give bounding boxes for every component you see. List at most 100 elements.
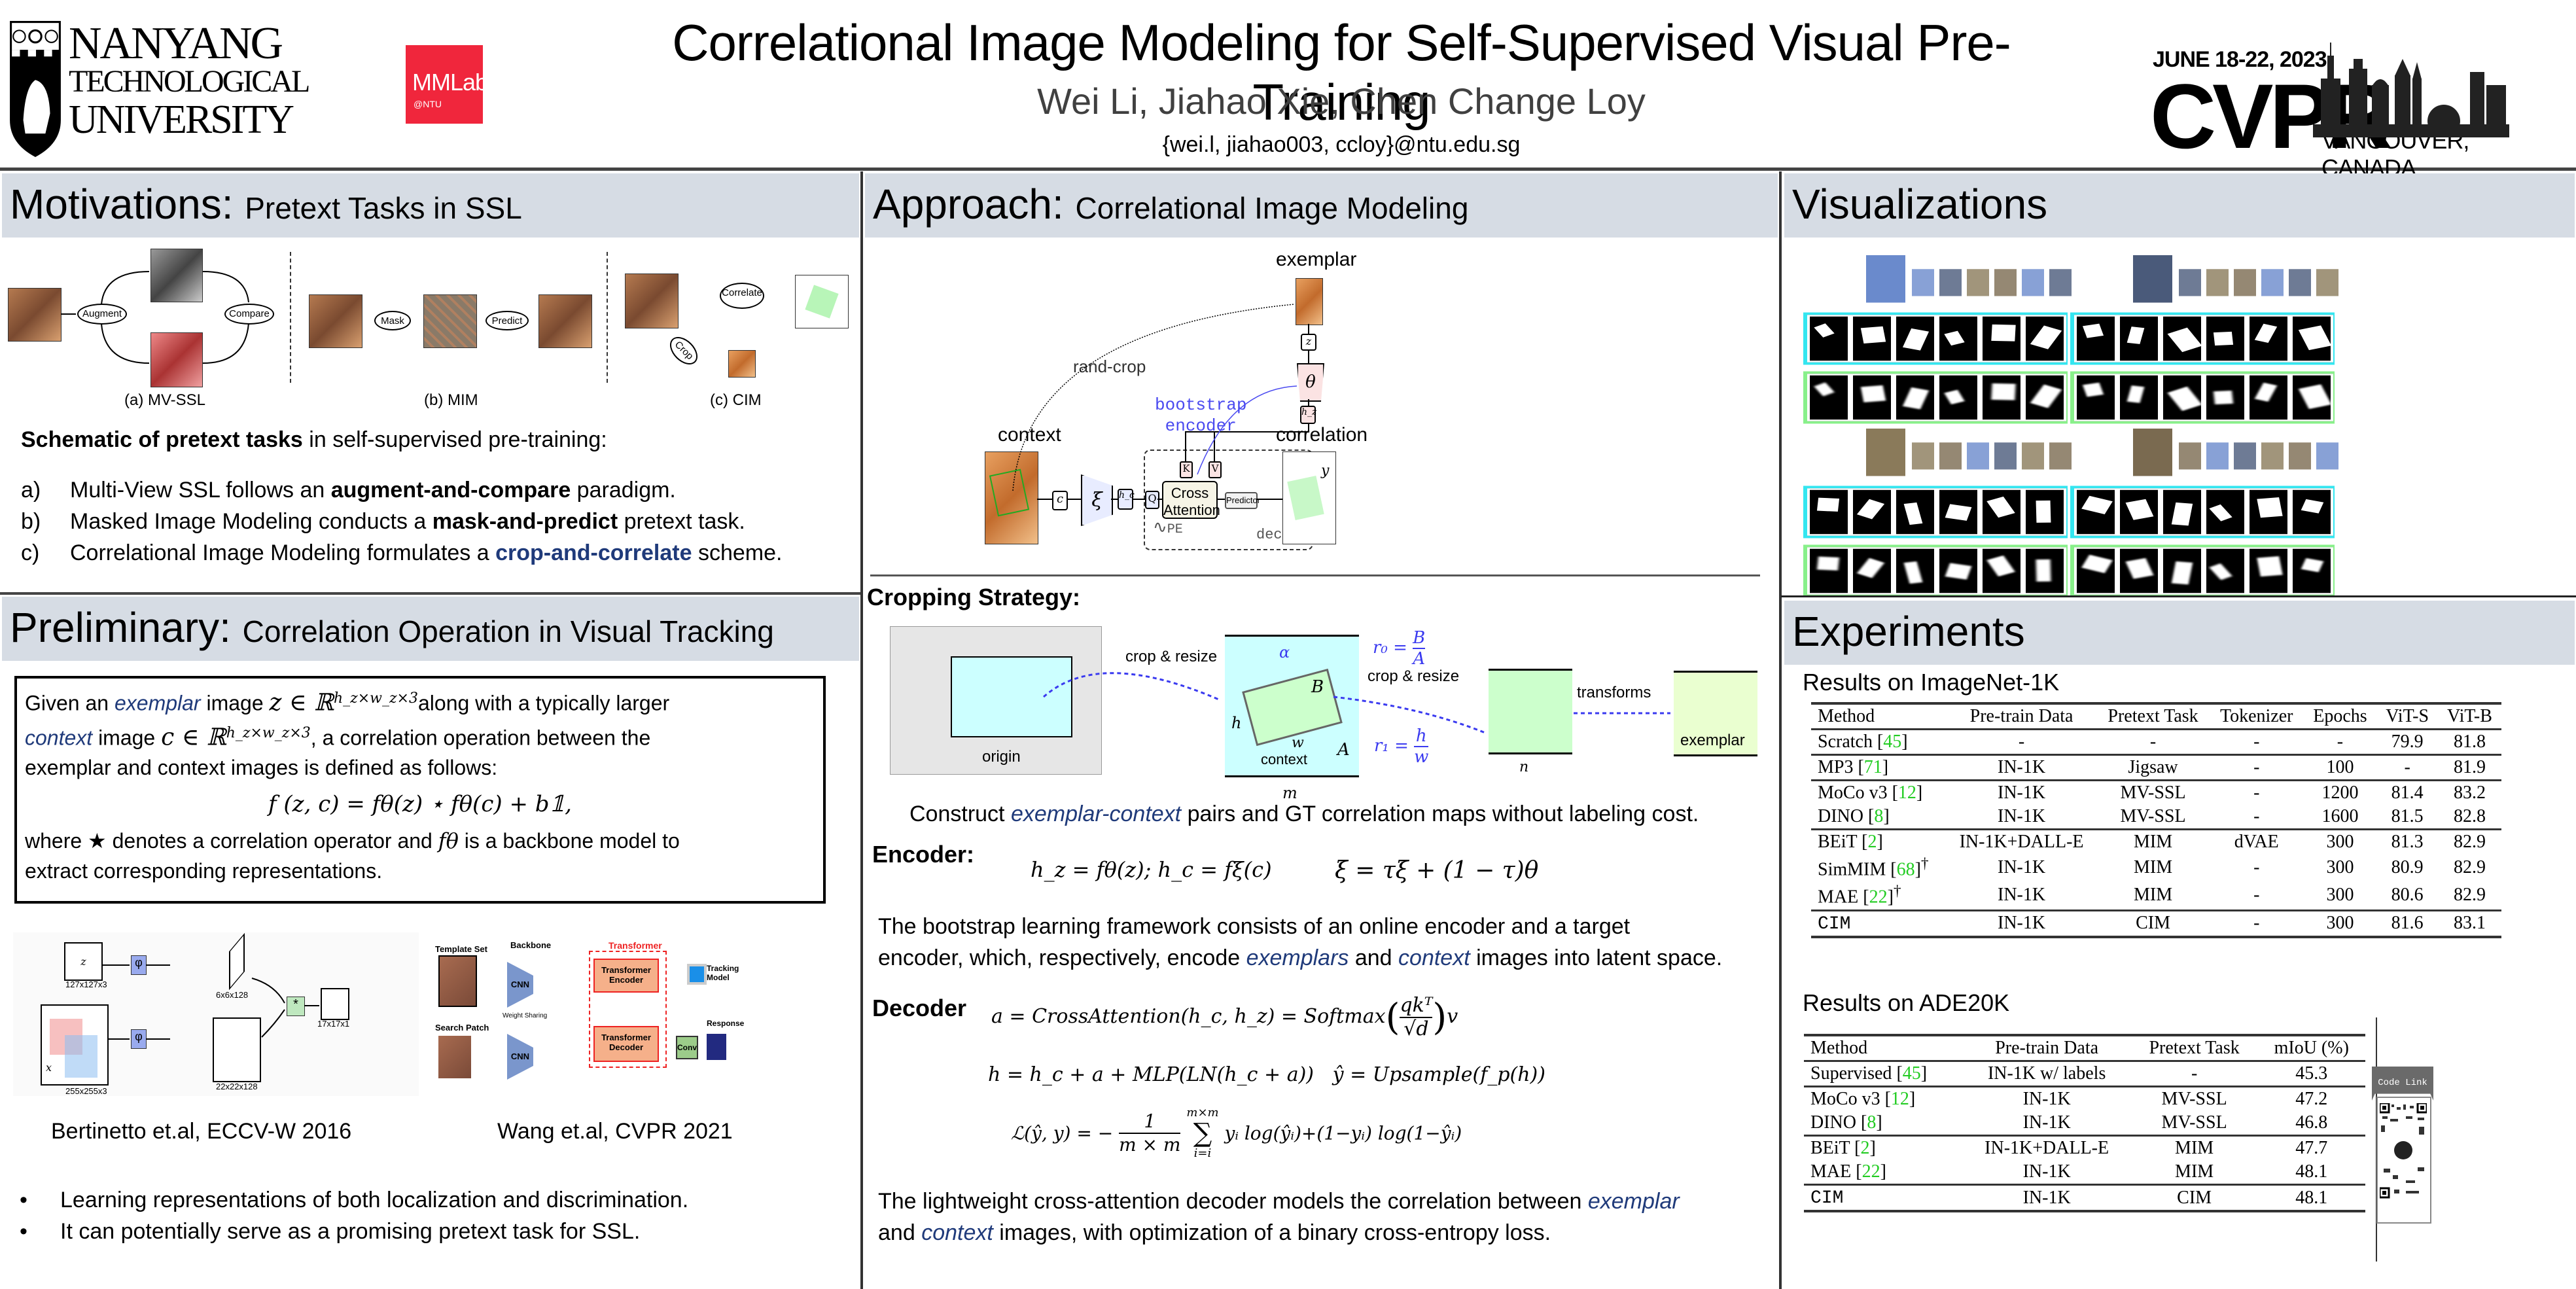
cell-task: -: [2191, 1063, 2198, 1084]
citation-link[interactable]: 22: [1869, 887, 1888, 908]
cross-attention-block: Cross Attention: [1162, 481, 1220, 519]
citation-link[interactable]: 71: [1863, 757, 1882, 777]
math: fθ: [438, 828, 459, 854]
cell-data: IN-1K: [1962, 1086, 2131, 1111]
citation-link[interactable]: 8: [1874, 806, 1884, 826]
augment-node: Augment: [77, 304, 127, 325]
citation-link[interactable]: 45: [1883, 732, 1902, 752]
correlation-mask: [2023, 315, 2066, 362]
correlation-mask: [1894, 315, 1937, 362]
formula-lhs: r₁ =: [1374, 736, 1409, 756]
cell-vits: -: [2376, 754, 2438, 781]
text: Construct: [909, 802, 1011, 826]
method-name: Scratch: [1818, 732, 1873, 752]
block-label: Attention: [1163, 502, 1220, 518]
method-name: MP3: [1818, 757, 1854, 777]
section-subtitle: Pretext Tasks in SSL: [245, 191, 522, 225]
crop-node: Crop: [665, 332, 703, 370]
cell-data: IN-1K: [1962, 1184, 2131, 1212]
citation-link[interactable]: 8: [1867, 1112, 1877, 1133]
formula-num: h: [1414, 726, 1429, 747]
correlation-mask: [2247, 315, 2290, 362]
motivations-header: Motivations: Pretext Tasks in SSL: [2, 173, 859, 238]
cropped-region-box: [1489, 669, 1572, 754]
citation-link[interactable]: 2: [1867, 832, 1877, 852]
correlation-mask: [2247, 488, 2290, 536]
correlation-mask: [2023, 488, 2066, 536]
citation-link[interactable]: 12: [1890, 1089, 1909, 1109]
emphasis: context: [921, 1220, 993, 1245]
fig-label: Search Patch: [435, 1023, 489, 1033]
source-image: [1866, 255, 1905, 303]
code-link-banner[interactable]: Code Link: [2372, 1067, 2433, 1101]
exemplar-thumb: [2316, 442, 2338, 470]
cell-data: IN-1K: [1946, 779, 2097, 805]
cell-tok: -: [2209, 779, 2304, 805]
section-title: Motivations:: [10, 181, 234, 228]
cropping-heading: Cropping Strategy:: [867, 584, 1081, 610]
predictor-block: Predictor: [1225, 492, 1260, 509]
origin-label: origin: [982, 748, 1021, 766]
method-cell: Scratch [45]: [1818, 732, 1908, 752]
exemplar-thumb: [2206, 269, 2229, 296]
lead-bold: Schematic of pretext tasks: [21, 427, 303, 452]
method-cell: MAE [22]: [1810, 1161, 1886, 1182]
cell-vits: 81.3: [2376, 828, 2438, 854]
figure-caption-right: Wang et.al, CVPR 2021: [497, 1119, 733, 1144]
citation-link[interactable]: 2: [1860, 1138, 1870, 1158]
source-image: [1866, 429, 1905, 476]
prediction-row: [2070, 371, 2335, 424]
cnn-block: CNN: [507, 962, 533, 1008]
citation-link[interactable]: 68: [1896, 859, 1915, 880]
qr-code-icon[interactable]: [2380, 1103, 2427, 1208]
citation-link[interactable]: 45: [1902, 1063, 1921, 1084]
list-marker: a): [21, 478, 41, 503]
column-header: mIoU (%): [2257, 1034, 2365, 1062]
code-link-label[interactable]: Code Link: [2378, 1078, 2427, 1088]
visualizations-header: Visualizations: [1784, 173, 2575, 238]
citation-link[interactable]: 12: [1897, 783, 1916, 803]
correlation-mask: [2290, 315, 2333, 362]
section-title: Visualizations: [1792, 181, 2048, 228]
exemplar-image: [1296, 278, 1323, 325]
correlation-mask: [2204, 374, 2247, 421]
ntu-line-2: TECHNOLOGICAL: [69, 64, 310, 99]
correlation-mask: [2204, 547, 2247, 595]
code-link-qr[interactable]: Code Link: [2372, 1067, 2433, 1224]
list-item: b)Masked Image Modeling conducts a mask-…: [21, 506, 852, 537]
mmlab-logo: MMLab @NTU: [406, 45, 488, 124]
cell-tok: -: [2253, 885, 2260, 906]
text: , a correlation operation between the: [310, 726, 651, 750]
exemplar-thumb: [2179, 442, 2201, 470]
poster-header: NANYANG TECHNOLOGICAL UNIVERSITY MMLab @…: [0, 0, 2576, 181]
column-header: Pretext Task: [2096, 702, 2210, 730]
cell-ep: -: [2337, 732, 2344, 752]
template-set-image: [438, 955, 477, 1007]
exemplar-thumb: [1994, 442, 2017, 470]
vancouver-skyline-icon: [2313, 43, 2509, 137]
exemplar-thumb: [1939, 442, 1962, 470]
k-token: K: [1180, 461, 1193, 478]
mask-node: Mask: [374, 311, 411, 330]
section-subtitle: Correlation Operation in Visual Tracking: [242, 614, 774, 648]
qr-card[interactable]: [2376, 1097, 2431, 1224]
correlation-mask: [2074, 374, 2117, 421]
text: and: [878, 1220, 922, 1245]
cat-image-grayscale: [150, 249, 203, 302]
conv-block: Conv: [676, 1036, 698, 1059]
exemplar-thumb: [2289, 269, 2311, 296]
poster-authors: Wei Li, Jiahao Xie, Chen Change Loy: [1037, 80, 1646, 122]
correlation-mask: [1807, 488, 1850, 536]
score-map: [321, 988, 349, 1020]
text: extract corresponding representations.: [25, 859, 383, 883]
citation-link[interactable]: 22: [1861, 1161, 1880, 1182]
text: image: [92, 726, 162, 750]
correlation-mask: [2117, 488, 2161, 536]
